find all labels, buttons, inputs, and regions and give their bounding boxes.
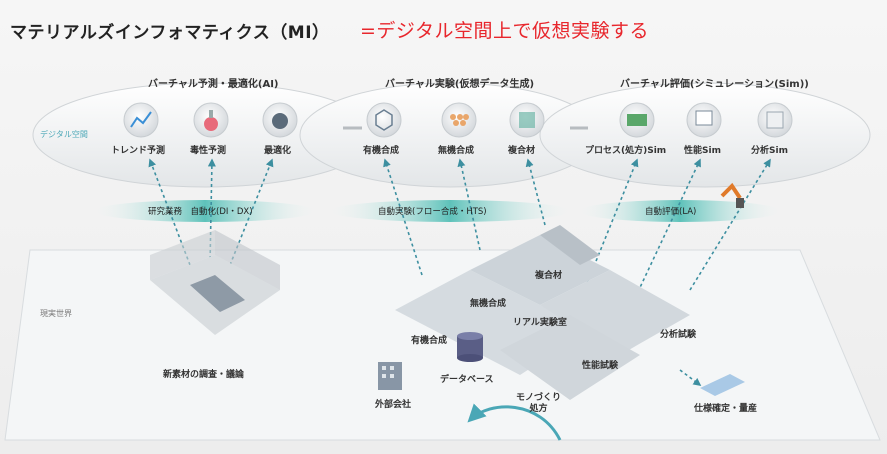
spec-label: 仕様確定・量産	[694, 404, 758, 414]
item-performance-sim: 性能Sim	[684, 146, 721, 156]
item-optimize: 最適化	[264, 146, 292, 156]
band-label-2: 自動実験(フロー合成・HTS)	[378, 207, 487, 217]
item-analysis-sim: 分析Sim	[751, 146, 788, 156]
item-inorganic: 無機合成	[438, 146, 475, 156]
spec-roll-icon	[700, 374, 745, 396]
station-manufacturing: モノづくり 処方	[516, 393, 562, 414]
item-organic: 有機合成	[363, 146, 400, 156]
band-3	[580, 200, 780, 222]
lab-label: リアル実験室	[513, 318, 567, 328]
database-icon	[457, 332, 483, 362]
external-company-label: 外部会社	[375, 400, 412, 410]
inorganic-icon	[441, 102, 477, 138]
station-performance: 性能試験	[582, 361, 619, 371]
robot-arm-icon	[720, 182, 744, 208]
band-1	[95, 200, 315, 222]
item-toxicity: 毒性予測	[190, 146, 227, 156]
group-title-experiment: バーチャル実験(仮想データ生成)	[385, 79, 535, 90]
organic-icon	[366, 102, 402, 138]
station-analysis: 分析試験	[660, 330, 697, 340]
lab-rooms	[395, 225, 690, 400]
group-title-sim: バーチャル評価(シミュレーション(Sim))	[620, 79, 809, 90]
real-world-label: 現実世界	[40, 309, 72, 318]
cycle-arrow	[467, 403, 562, 441]
station-inorganic: 無機合成	[470, 299, 507, 309]
page-subtitle: =デジタル空間上で仮想実験する	[360, 20, 650, 42]
band-2	[330, 200, 570, 222]
band-label-1: 研究業務 自動化(DI・DX)	[148, 207, 253, 217]
band-label-3: 自動評価(LA)	[645, 207, 697, 217]
station-composite: 複合材	[535, 271, 563, 281]
trend-icon	[123, 102, 159, 138]
database-label: データベース	[440, 375, 494, 385]
meeting-room	[150, 230, 280, 335]
item-trend: トレンド予測	[111, 146, 166, 156]
group-title-ai: バーチャル予測・最適化(AI)	[148, 79, 279, 90]
station-organic: 有機合成	[411, 336, 448, 346]
item-composite: 複合材	[508, 146, 536, 156]
icon-circles	[123, 102, 793, 138]
digital-space-label: デジタル空間	[40, 130, 88, 139]
page-title: マテリアルズインフォマティクス（MI）	[10, 23, 330, 43]
meeting-room-label: 新素材の調査・議論	[163, 370, 245, 380]
item-process-sim: プロセス(処方)Sim	[585, 146, 667, 156]
building-icon	[378, 362, 402, 390]
